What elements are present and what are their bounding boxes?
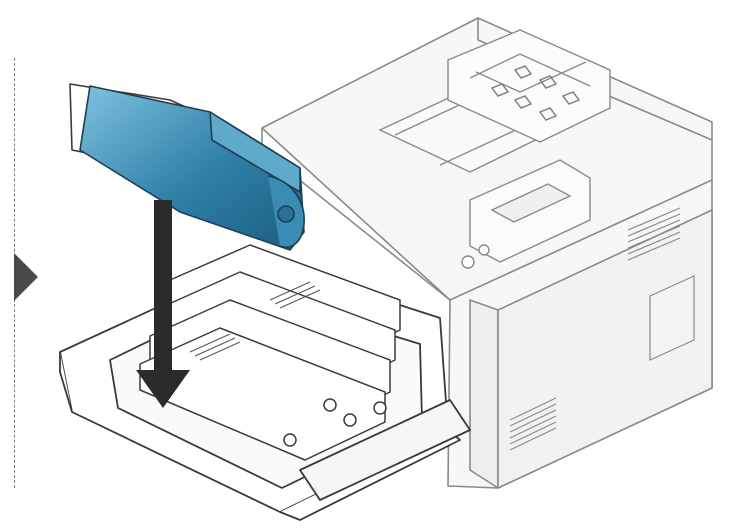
step-marker-icon [14,253,38,301]
output-tray [378,29,611,173]
toner-cartridge [79,85,305,251]
installed-cartridges [139,244,401,461]
control-panel [461,159,591,269]
side-vents [509,207,695,451]
insert-direction-arrow [136,200,190,408]
